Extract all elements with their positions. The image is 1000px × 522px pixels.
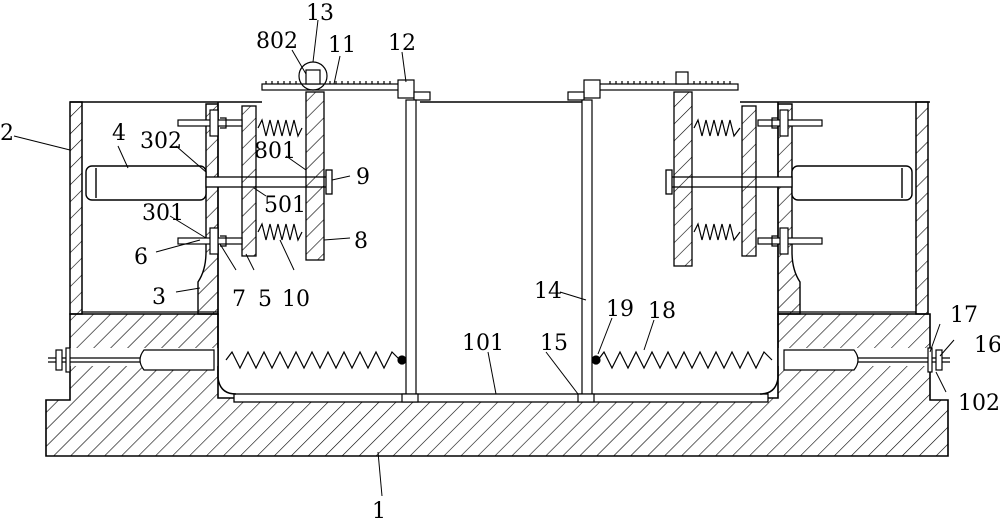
spring-lower-left xyxy=(257,222,303,242)
label-3: 3 xyxy=(152,285,166,310)
label-11: 11 xyxy=(328,33,356,58)
adjust-screw-left xyxy=(48,347,215,373)
label-16: 16 xyxy=(974,333,1000,358)
piston-rod-left xyxy=(205,169,333,195)
label-10: 10 xyxy=(282,287,310,312)
cylinder-left xyxy=(85,165,207,201)
bolt-upper-left xyxy=(177,109,243,137)
vertical-plate-left xyxy=(197,103,219,315)
guide-rod-left xyxy=(401,99,419,403)
label-12: 12 xyxy=(388,31,416,56)
label-19: 19 xyxy=(606,297,634,322)
bolt-upper-right xyxy=(757,109,823,137)
label-7: 7 xyxy=(232,287,246,312)
label-1: 1 xyxy=(372,499,386,522)
clamp-plate-left xyxy=(305,91,325,261)
label-17: 17 xyxy=(950,303,978,328)
vertical-plate-right xyxy=(777,103,801,315)
rack-right xyxy=(567,71,739,101)
spring-upper-right xyxy=(693,118,741,138)
label-14: 14 xyxy=(534,279,562,304)
label-8: 8 xyxy=(354,229,368,254)
label-6: 6 xyxy=(134,245,148,270)
label-501: 501 xyxy=(264,193,306,218)
label-15: 15 xyxy=(540,331,568,356)
leader-lines xyxy=(13,19,955,497)
slide-plate-right xyxy=(741,105,757,257)
guide-rod-right xyxy=(577,99,595,403)
label-13: 13 xyxy=(306,1,334,26)
cylinder-right xyxy=(791,165,913,201)
rack-left xyxy=(261,79,431,101)
label-802: 802 xyxy=(256,29,298,54)
clamp-plate-right xyxy=(673,91,693,267)
slide-plate-left xyxy=(241,105,257,257)
bottom-spring-left xyxy=(225,350,407,370)
label-101: 101 xyxy=(462,331,504,356)
label-102: 102 xyxy=(958,391,1000,416)
label-9: 9 xyxy=(356,165,370,190)
outer-frame-left xyxy=(69,101,218,315)
adjust-screw-right xyxy=(783,347,950,373)
spring-upper-left xyxy=(257,118,303,138)
bottom-spring-right xyxy=(591,350,773,370)
outer-frame-right xyxy=(778,101,929,315)
label-301: 301 xyxy=(142,201,184,226)
label-18: 18 xyxy=(648,299,676,324)
label-5: 5 xyxy=(258,287,272,312)
bolt-lower-right xyxy=(757,227,823,255)
label-302: 302 xyxy=(140,129,182,154)
label-2: 2 xyxy=(0,121,14,146)
piston-rod-right xyxy=(665,169,793,195)
bolt-lower-left xyxy=(177,227,243,255)
spring-lower-right xyxy=(693,222,741,242)
label-801: 801 xyxy=(254,139,296,164)
label-4: 4 xyxy=(112,121,126,146)
